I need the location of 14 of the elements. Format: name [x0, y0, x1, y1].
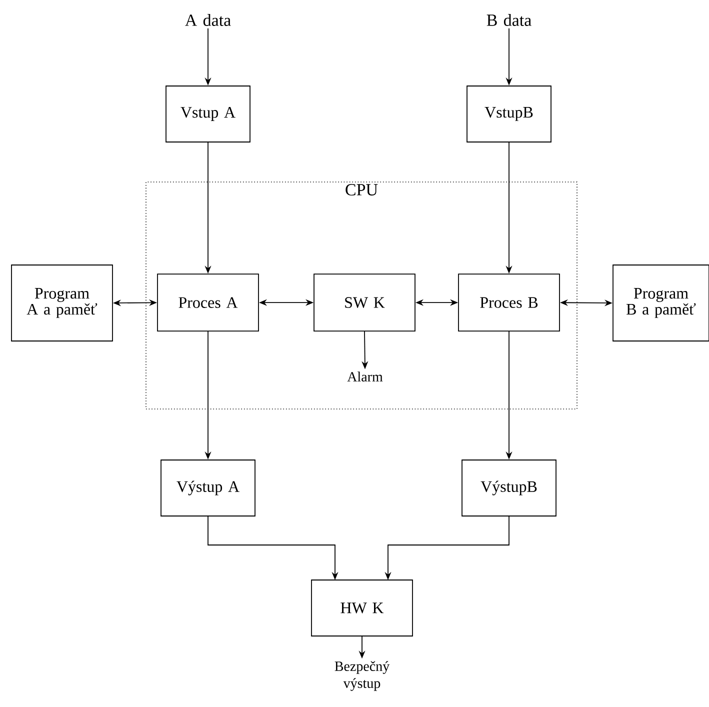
process-box: Proces A: [157, 274, 259, 332]
signal-label: A data: [185, 14, 231, 26]
process-box: Vstup A: [166, 86, 250, 142]
signal-label: B data: [486, 14, 532, 26]
process-box: Program A a paměť: [11, 264, 113, 342]
process-box: VstupB: [466, 86, 552, 142]
signal-label: Bezpečný výstup: [334, 661, 390, 691]
signal-label: Alarm: [347, 372, 383, 382]
process-box: Program B a paměť: [612, 264, 709, 342]
process-box: Výstup A: [160, 460, 256, 516]
process-box: HW K: [311, 580, 413, 636]
process-box: VýstupB: [462, 460, 556, 516]
process-box: Proces B: [458, 274, 560, 332]
process-box: SW K: [314, 274, 416, 332]
